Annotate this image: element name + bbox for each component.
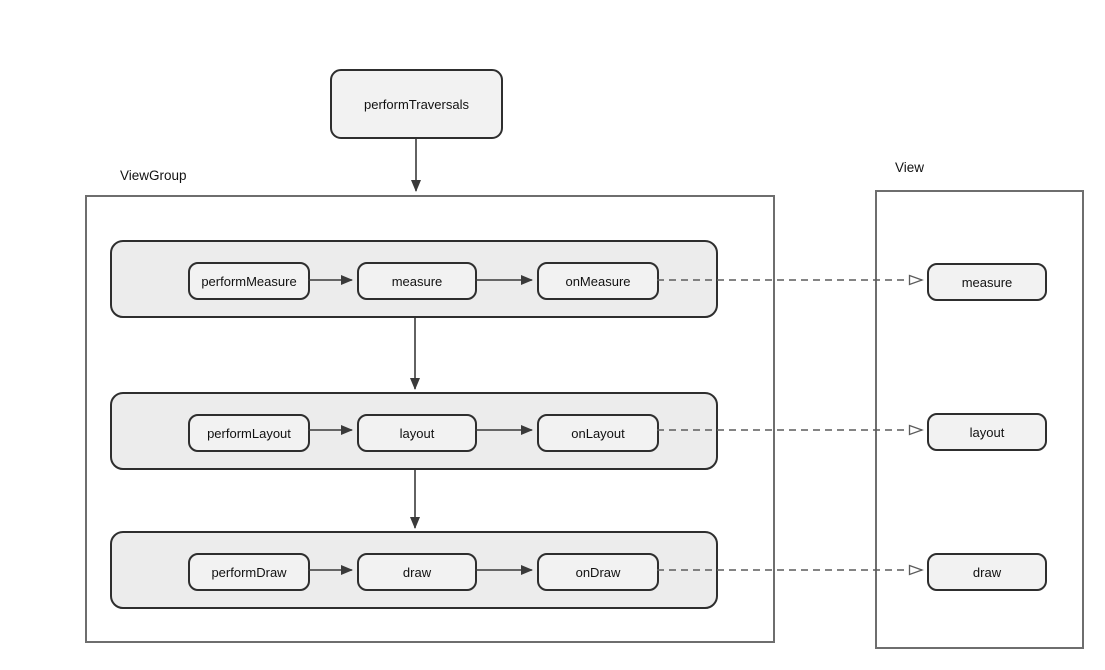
view-container: measure layout draw <box>875 190 1084 649</box>
node-performTraversals: performTraversals <box>330 69 503 139</box>
node-performDraw: performDraw <box>188 553 310 591</box>
node-view-layout: layout <box>927 413 1047 451</box>
viewgroup-container <box>85 195 775 643</box>
node-onDraw: onDraw <box>537 553 659 591</box>
node-onMeasure: onMeasure <box>537 262 659 300</box>
node-measure: measure <box>357 262 477 300</box>
node-performLayout: performLayout <box>188 414 310 452</box>
node-view-measure: measure <box>927 263 1047 301</box>
node-performMeasure: performMeasure <box>188 262 310 300</box>
measure-row: performMeasure measure onMeasure <box>110 240 718 318</box>
view-label: View <box>895 160 925 175</box>
node-draw: draw <box>357 553 477 591</box>
layout-row: performLayout layout onLayout <box>110 392 718 470</box>
viewgroup-label: ViewGroup <box>120 168 187 183</box>
node-onLayout: onLayout <box>537 414 659 452</box>
node-view-draw: draw <box>927 553 1047 591</box>
node-layout: layout <box>357 414 477 452</box>
draw-row: performDraw draw onDraw <box>110 531 718 609</box>
